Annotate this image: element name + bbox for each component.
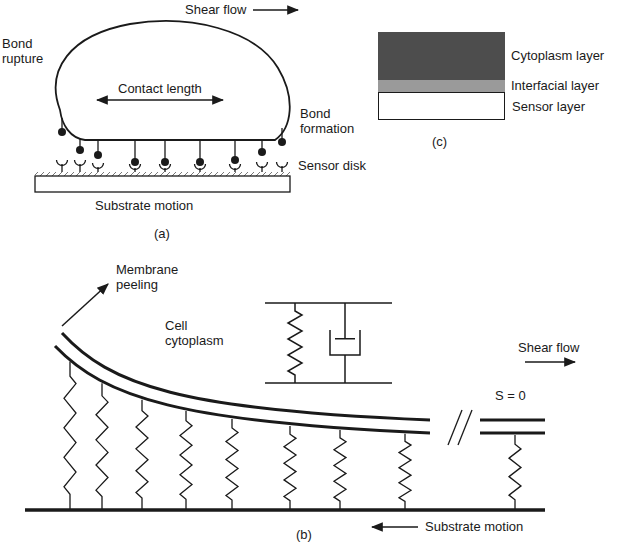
- layer-band: Cytoplasm layer: [378, 32, 505, 80]
- bonds: [57, 118, 288, 172]
- layer-label: Cytoplasm layer: [511, 48, 604, 63]
- label: Contact length: [118, 81, 202, 96]
- membrane-line: [480, 432, 545, 435]
- membrane-line: [62, 333, 430, 420]
- label: Cell cytoplasm: [165, 318, 237, 348]
- label: Sensor disk: [298, 158, 366, 173]
- label: Bond formation: [300, 106, 372, 136]
- label: Substrate motion: [95, 198, 193, 213]
- peel-arrow: [62, 284, 108, 326]
- label: Substrate motion: [425, 519, 523, 534]
- flow-arrow: [253, 9, 298, 11]
- substrate: [25, 508, 545, 512]
- label: Shear flow: [518, 340, 579, 355]
- cell-outline: [56, 21, 290, 140]
- label: Bond rupture: [2, 36, 60, 66]
- dimension-arrow: [97, 99, 223, 101]
- layer-label: Interfacial layer: [511, 78, 599, 93]
- flow-arrow: [525, 361, 575, 363]
- layer-band: Interfacial layer: [378, 80, 505, 92]
- label: (a): [154, 226, 170, 241]
- label: S = 0: [495, 388, 526, 403]
- layer-band: Sensor layer: [378, 92, 505, 120]
- label: Membrane peeling: [116, 262, 188, 292]
- membrane-line: [480, 419, 545, 422]
- springs: [64, 303, 521, 509]
- spring-dashpot: [265, 303, 392, 383]
- membrane-line: [55, 346, 430, 433]
- label: (c): [432, 134, 447, 149]
- label: Shear flow: [185, 2, 246, 17]
- break-mark: [458, 410, 472, 445]
- sensor-disk: [35, 176, 290, 192]
- layer-label: Sensor layer: [512, 99, 585, 114]
- label: (b): [296, 527, 312, 542]
- motion-arrow: [372, 526, 418, 528]
